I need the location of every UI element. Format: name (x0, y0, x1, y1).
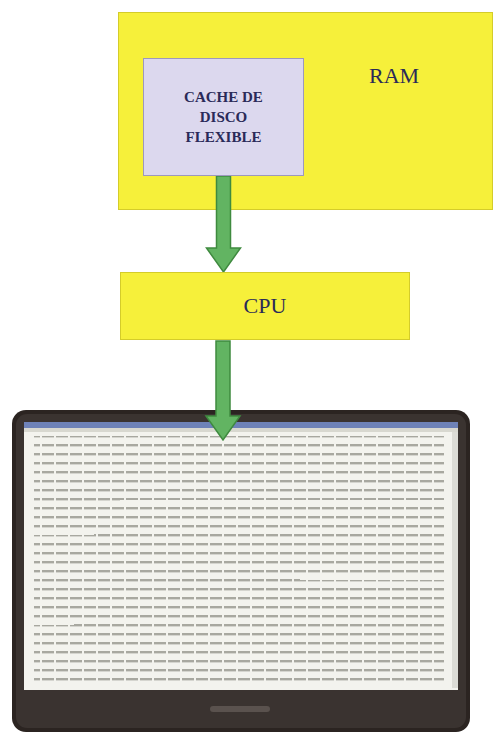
cache-box: CACHE DE DISCO FLEXIBLE (143, 58, 304, 176)
monitor-logo (210, 706, 270, 712)
process-box: CPU (120, 272, 410, 340)
paragraph-gap (34, 530, 94, 535)
screen (24, 422, 458, 690)
scrollbar (452, 432, 458, 688)
memory-block: RAM CACHE DE DISCO FLEXIBLE (118, 12, 493, 210)
paragraph-gap (260, 655, 444, 660)
paragraph-gap (34, 620, 74, 625)
bezel-highlight (16, 414, 466, 728)
flow-arrow (206, 341, 240, 440)
monitor-bezel (12, 410, 470, 732)
menu-bar (24, 428, 458, 432)
box-label: CACHE DE DISCO FLEXIBLE (170, 87, 278, 148)
flow-arrow (207, 176, 241, 272)
paragraph-gap (120, 500, 444, 505)
block-label: RAM (369, 63, 419, 89)
paragraph-gap (300, 575, 444, 580)
window-title-bar (24, 422, 458, 428)
box-label: CPU (244, 293, 287, 319)
screen-text-lines (34, 436, 444, 682)
